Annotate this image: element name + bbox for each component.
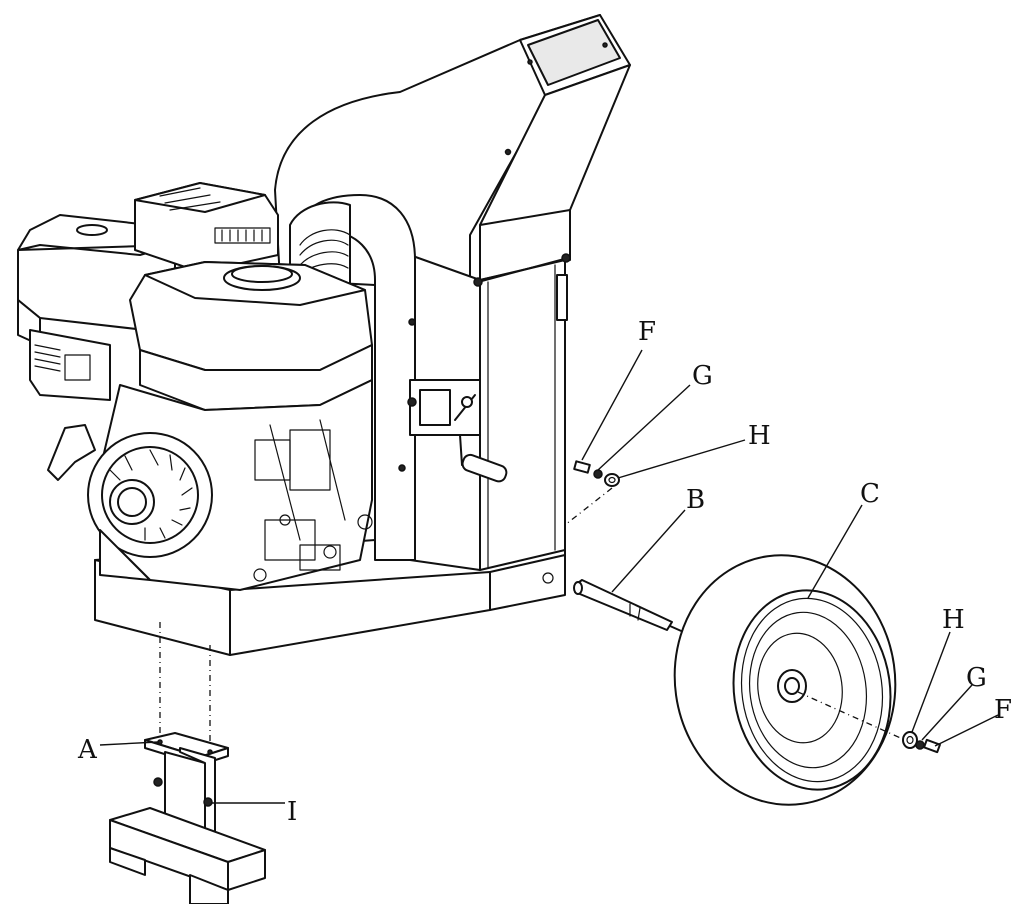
label-c: C	[860, 479, 880, 509]
callout-labels: F G H B C H G F A I	[77, 317, 1012, 827]
leader-lines	[99, 349, 999, 804]
label-f-upper: F	[638, 317, 656, 347]
label-g-lower: G	[966, 663, 987, 693]
stand-alignment-lines	[159, 622, 211, 760]
support-stand	[109, 732, 266, 904]
label-h-upper: H	[748, 421, 771, 451]
wheel	[673, 554, 897, 806]
label-i: I	[287, 797, 297, 827]
front-engine	[87, 261, 373, 591]
control-lever	[407, 379, 508, 483]
fasteners-upper	[564, 460, 620, 526]
label-g-upper: G	[692, 361, 713, 391]
label-f-lower: F	[994, 695, 1012, 725]
label-b: B	[686, 485, 705, 515]
label-a: A	[77, 735, 98, 765]
fasteners-lower	[797, 691, 941, 754]
axle-shaft	[573, 579, 689, 635]
label-h-lower: H	[942, 605, 965, 635]
